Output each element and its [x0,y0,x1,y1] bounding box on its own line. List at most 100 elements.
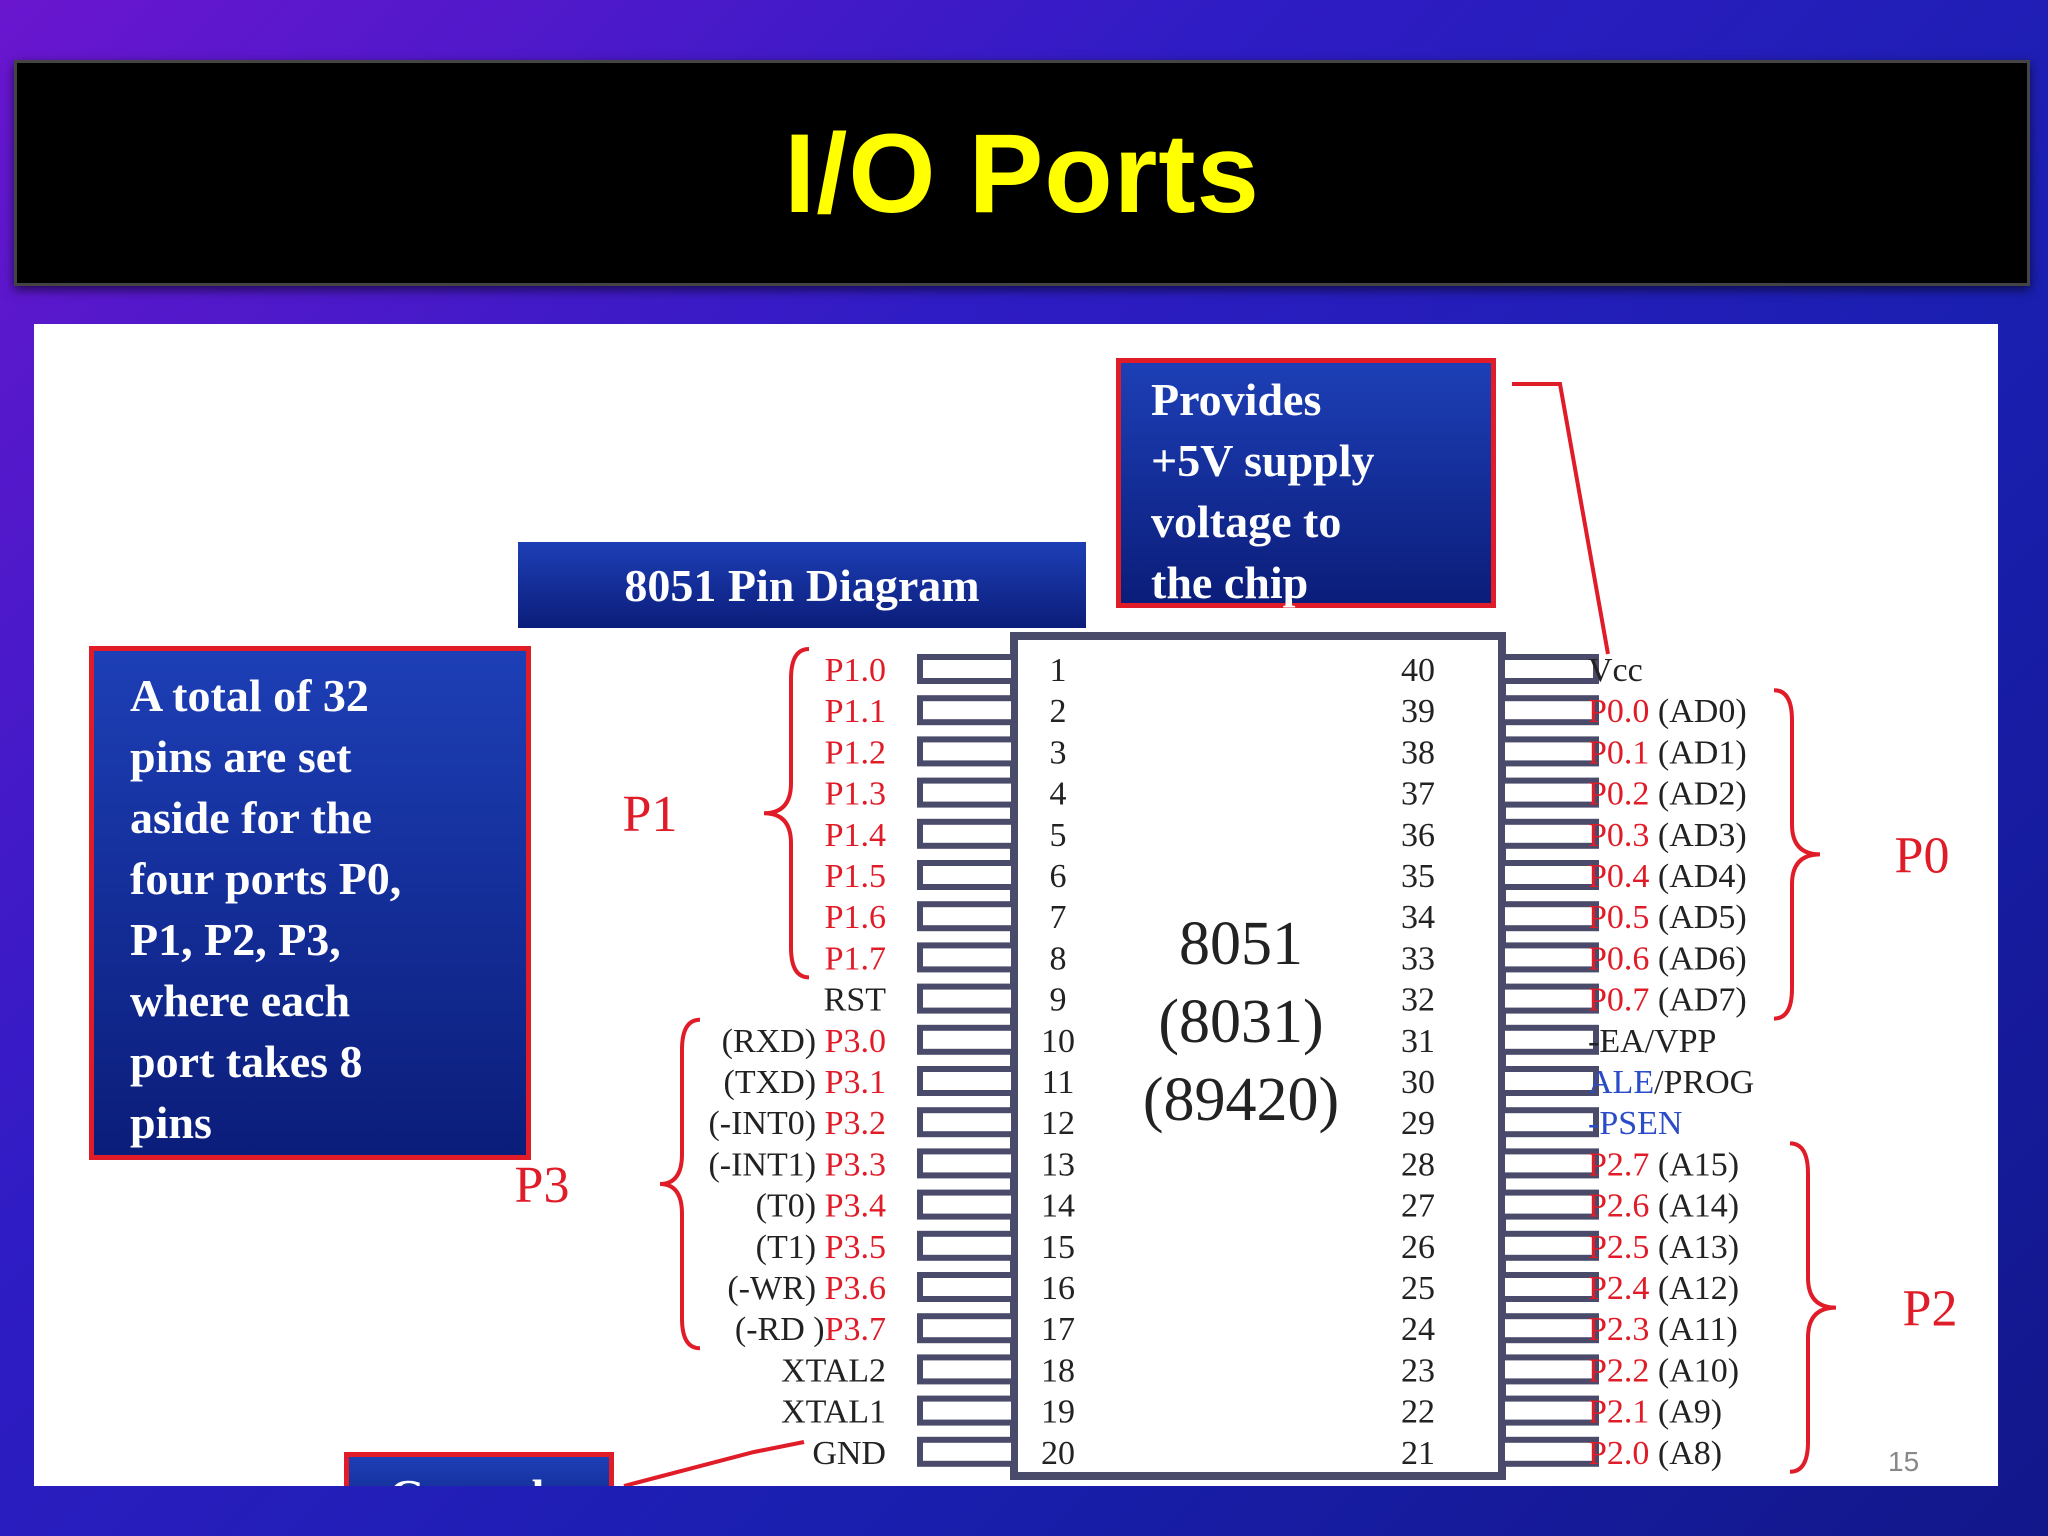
pin-alt-function: (AD3) [1649,817,1746,854]
pin-name: P1.6 [825,899,886,936]
port-label: P2 [1903,1281,1958,1338]
pin-name: GND [812,1435,886,1472]
pin-stub [1499,777,1599,808]
pin-label: P2.6 (A14) [1588,1188,1739,1225]
pin-name: P1.7 [825,940,886,977]
pin-name: P1.4 [825,817,886,854]
ports-callout-line: where each [130,975,351,1026]
pin-name: P2.6 [1588,1188,1649,1225]
pin-alt-function: (A9) [1649,1394,1722,1431]
pin-name: P2.7 [1588,1146,1649,1183]
port-brace [1773,688,1821,1021]
pin-name: P0.6 [1588,940,1649,977]
pin-label: (-RD )P3.7 [735,1311,886,1348]
pin-stub [1499,818,1599,849]
pin-stub [917,1354,1017,1385]
pin-number: 39 [1401,693,1435,730]
pin-stub [1499,1436,1599,1467]
pin-alt-function: (-RD ) [735,1311,825,1348]
pin-name: ALE [1588,1064,1654,1101]
pin-label: (TXD) P3.1 [724,1064,886,1101]
pin-stub [1499,1272,1599,1302]
pin-number: 3 [1050,734,1067,771]
pin-alt-function: (AD6) [1649,940,1746,977]
pin-label: P2.5 (A13) [1588,1229,1739,1266]
pin-stub [917,1272,1017,1302]
pin-label: ALE/PROG [1588,1064,1754,1101]
pin-alt-function: (AD5) [1649,899,1746,936]
pin-stub [917,1436,1017,1467]
port-brace [1789,1141,1837,1474]
pin-label: P0.1 (AD1) [1588,734,1747,771]
pin-number: 21 [1401,1435,1435,1472]
pin-stub [917,1148,1017,1179]
pin-number: 37 [1401,776,1435,813]
pin-number: 40 [1401,652,1435,689]
pin-stub [1499,942,1599,973]
pin-number: 36 [1401,817,1435,854]
pin-label: P2.4 (A12) [1588,1270,1739,1307]
supply-leader-line [1512,382,1610,655]
ports-callout-line: aside for the [130,792,372,843]
pin-stub [917,1395,1017,1426]
pin-label: P0.0 (AD0) [1588,693,1747,730]
pin-label: P1.7 [825,940,886,977]
pin-label: P2.1 (A9) [1588,1394,1722,1431]
pin-stub [1499,1313,1599,1344]
pin-number: 11 [1042,1064,1075,1101]
pin-number: 12 [1041,1105,1075,1142]
pin-alt-function: (RXD) [722,1023,825,1060]
pin-alt-function: (T1) [756,1229,825,1266]
pin-number: 15 [1041,1229,1075,1266]
pin-number: 33 [1401,940,1435,977]
ports-callout-line: P1, P2, P3, [130,914,341,965]
pin-label: GND [812,1435,886,1472]
chip-label: (89420) [1143,1066,1339,1134]
port-label: P0 [1895,827,1950,884]
pin-stub [917,1189,1017,1220]
pin-name: P0.3 [1588,817,1649,854]
pin-stub [1499,654,1599,684]
pin-label: P0.7 (AD7) [1588,982,1747,1019]
pin-number: 38 [1401,734,1435,771]
pin-number: 16 [1041,1270,1075,1307]
pin-name: P0.1 [1588,734,1649,771]
pin-stub [917,1066,1017,1096]
pin-name: P1.0 [825,652,886,689]
port-brace [763,647,810,980]
pin-number: 26 [1401,1229,1435,1266]
pin-stub [1499,1230,1599,1261]
pin-number: 23 [1401,1352,1435,1389]
pin-label: (-WR) P3.6 [727,1270,886,1307]
pin-label: -EA/VPP [1588,1023,1716,1060]
pin-label: XTAL2 [781,1352,886,1389]
pin-stub [1499,695,1599,726]
pin-stub [917,1024,1017,1055]
pin-label: P2.2 (A10) [1588,1352,1739,1389]
pin-name: XTAL2 [781,1352,886,1389]
pin-number: 30 [1401,1064,1435,1101]
pin-name: P0.5 [1588,899,1649,936]
pin-label: P1.1 [825,693,886,730]
pin-name: P3.3 [825,1146,886,1183]
pin-name: P0.7 [1588,982,1649,1019]
pin-label: P0.6 (AD6) [1588,940,1747,977]
chip-label: (8031) [1158,988,1323,1056]
pin-stub [1499,1148,1599,1179]
pin-number: 35 [1401,858,1435,895]
pin-number: 25 [1401,1270,1435,1307]
pin-alt-function: (AD7) [1649,982,1746,1019]
pin-stub [1499,1066,1599,1096]
pin-alt-function: (A12) [1649,1270,1739,1307]
supply-callout: Provides +5V supply voltage to the chip [1116,358,1496,608]
pin-label: P0.2 (AD2) [1588,776,1747,813]
pin-stub [917,983,1017,1014]
pin-stub [1499,1107,1599,1138]
ports-callout-line: four ports P0, [130,853,402,904]
pin-name: P3.0 [825,1023,886,1060]
pin-name: P3.7 [825,1311,886,1348]
pin-label: P1.3 [825,776,886,813]
ground-callout-text: Grounds [389,1469,609,1486]
pin-stub [917,942,1017,973]
